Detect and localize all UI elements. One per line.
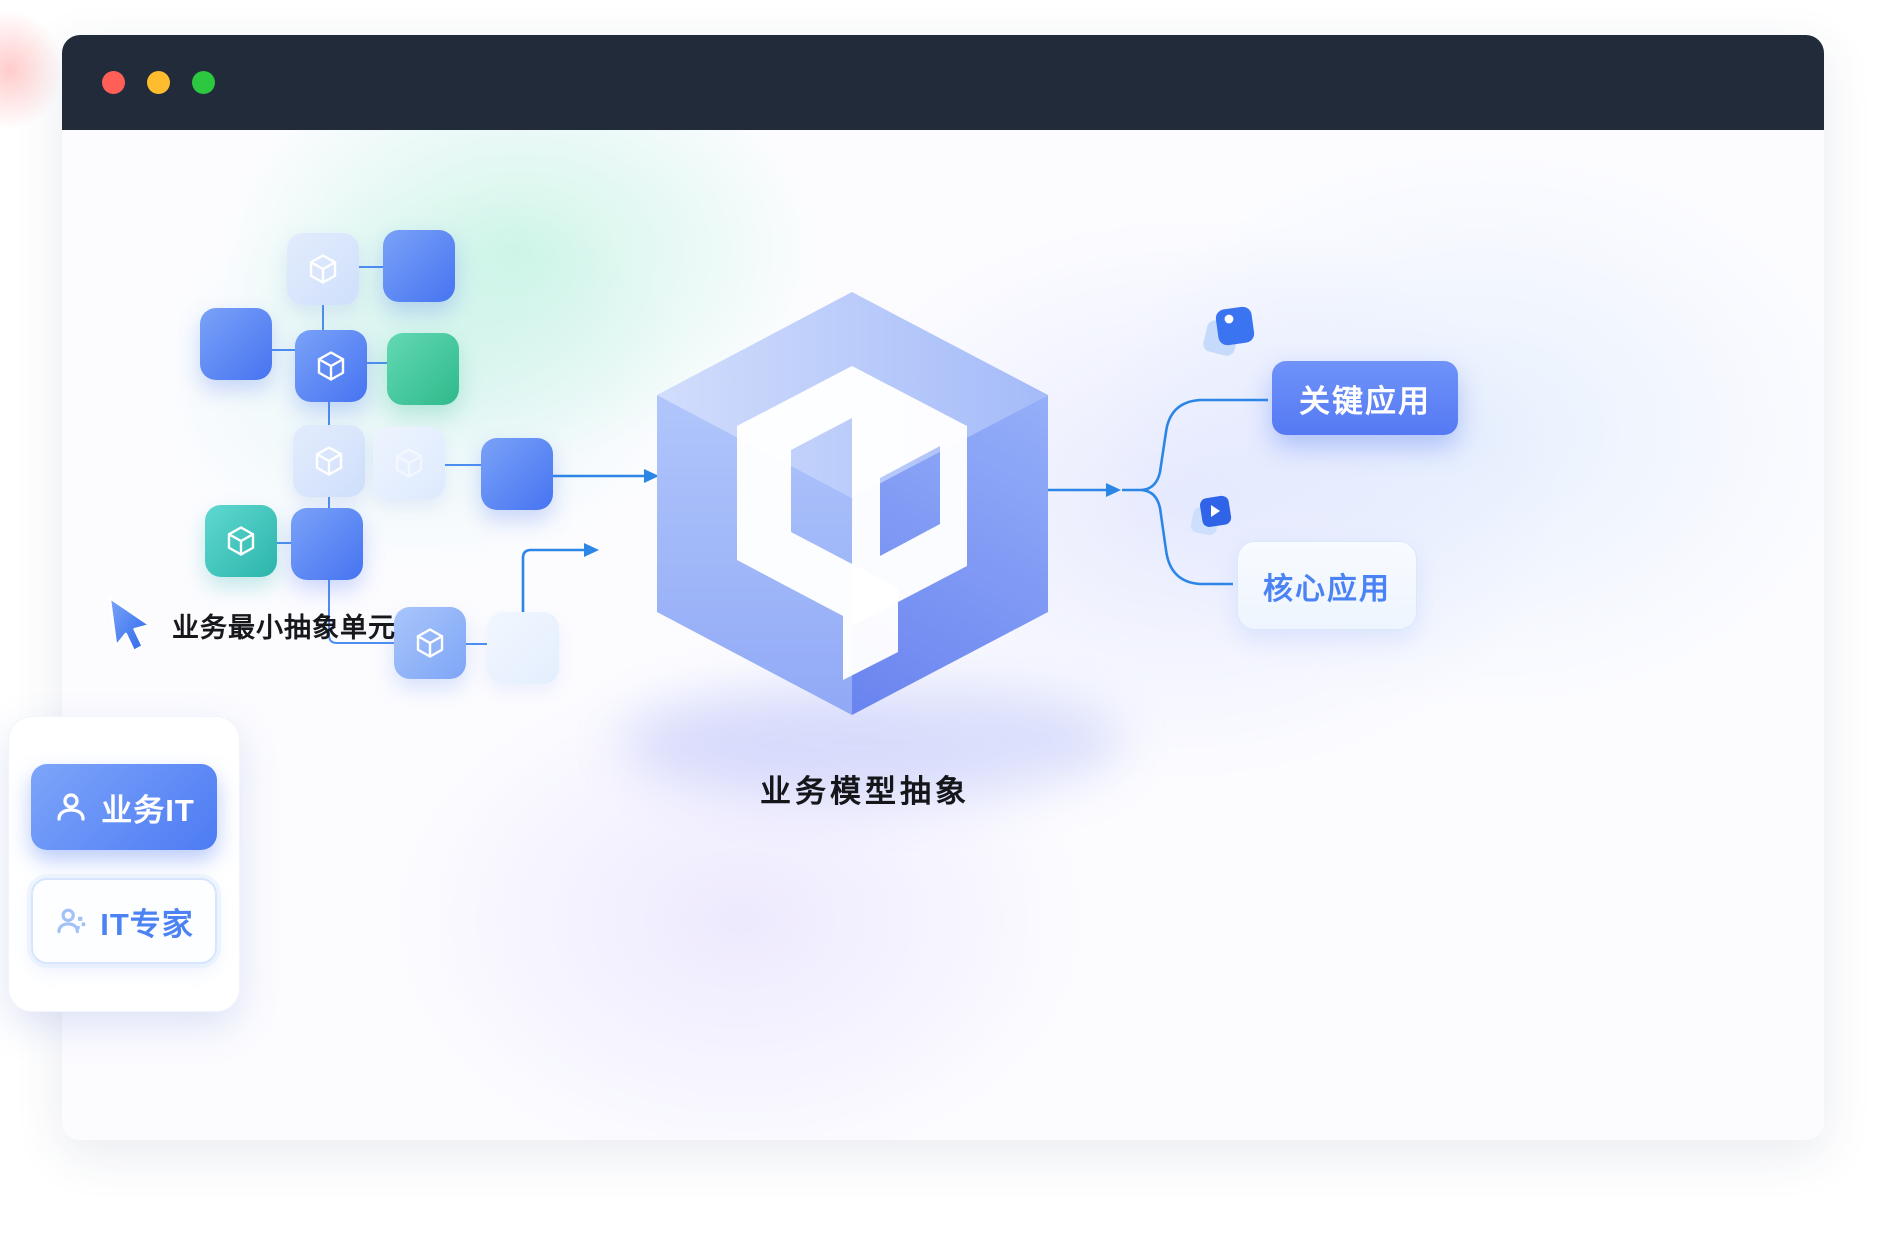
business-it-button[interactable]: 业务IT (31, 764, 217, 850)
browser-window: 业务最小抽象单元 业务模型抽象 关键应用 核 (62, 35, 1824, 1140)
cube-icon (227, 526, 255, 556)
key-app-button[interactable]: 关键应用 (1272, 361, 1458, 435)
key-app-label: 关键应用 (1299, 383, 1431, 419)
unit-node (394, 607, 466, 679)
cube-icon (309, 254, 337, 284)
unit-node (481, 438, 553, 510)
abstract-cube (657, 292, 1048, 715)
cube-icon (317, 351, 345, 381)
unit-node (293, 425, 365, 497)
unit-node (487, 612, 559, 684)
diagram-canvas: 业务最小抽象单元 业务模型抽象 关键应用 核 (62, 130, 1824, 1140)
media-tag-icon (1190, 495, 1232, 536)
core-app-label: 核心应用 (1263, 572, 1391, 606)
unit-node (287, 233, 359, 305)
core-app-button[interactable]: 核心应用 (1237, 541, 1417, 630)
connector-lines (272, 266, 1268, 800)
unit-node (205, 505, 277, 577)
cube-caption: 业务模型抽象 (760, 774, 970, 809)
window-content: 业务最小抽象单元 业务模型抽象 关键应用 核 (62, 130, 1824, 1140)
it-expert-button[interactable]: IT专家 (31, 878, 217, 964)
unit-node (387, 333, 459, 405)
it-expert-label: IT专家 (100, 906, 194, 942)
cube-icon (395, 448, 423, 478)
traffic-light-minimize-button[interactable] (147, 71, 170, 94)
window-header (62, 35, 1824, 130)
business-it-label: 业务IT (101, 792, 195, 828)
traffic-light-close-button[interactable] (102, 71, 125, 94)
cursor-arrow-icon (108, 596, 152, 653)
unit-node (295, 330, 367, 402)
unit-label: 业务最小抽象单元 (172, 613, 396, 643)
unit-node (200, 308, 272, 380)
unit-node (373, 427, 445, 499)
unit-node (383, 230, 455, 302)
traffic-light-zoom-button[interactable] (192, 71, 215, 94)
unit-node (291, 508, 363, 580)
tag-icon (1203, 306, 1255, 356)
cube-icon (416, 628, 444, 658)
person-icon (57, 793, 85, 821)
expert-person-icon (57, 908, 86, 934)
cube-icon (315, 446, 343, 476)
roles-card: 业务IT IT专家 (8, 716, 240, 1012)
